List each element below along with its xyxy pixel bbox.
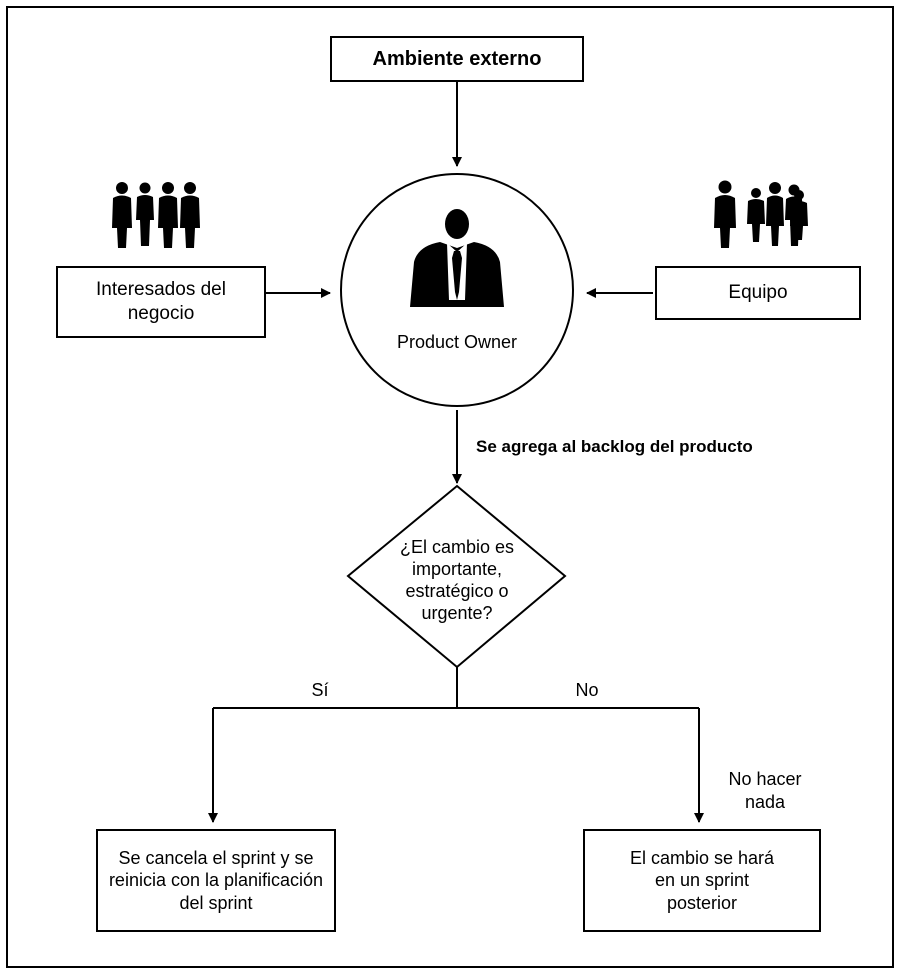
team-group-icon bbox=[714, 180, 808, 248]
cancel-sprint-box: Se cancela el sprint y se reinicia con l… bbox=[96, 829, 336, 932]
stakeholders-label: Interesados del negocio bbox=[96, 279, 226, 324]
team-label: Equipo bbox=[728, 282, 788, 304]
external-environment-box: Ambiente externo bbox=[330, 36, 584, 82]
later-sprint-label: El cambio se hará en un sprint posterior bbox=[629, 847, 775, 913]
businessman-icon bbox=[410, 209, 504, 307]
stakeholders-box: Interesados del negocio bbox=[56, 266, 266, 338]
do-nothing-label: No hacer nada bbox=[728, 769, 802, 813]
business-people-group-icon bbox=[112, 182, 200, 248]
no-label: No bbox=[575, 680, 599, 700]
yes-label: Sí bbox=[311, 680, 329, 700]
product-owner-label: Product Owner bbox=[396, 332, 518, 352]
team-box: Equipo bbox=[655, 266, 861, 320]
diagram-frame bbox=[6, 6, 894, 968]
cancel-sprint-label: Se cancela el sprint y se reinicia con l… bbox=[108, 847, 324, 913]
decision-question-label: ¿El cambio es importante, estratégico o … bbox=[399, 537, 515, 623]
later-sprint-box: El cambio se hará en un sprint posterior bbox=[583, 829, 821, 932]
external-environment-label: Ambiente externo bbox=[372, 47, 542, 70]
backlog-edge-label: Se agrega al backlog del producto bbox=[476, 437, 753, 456]
